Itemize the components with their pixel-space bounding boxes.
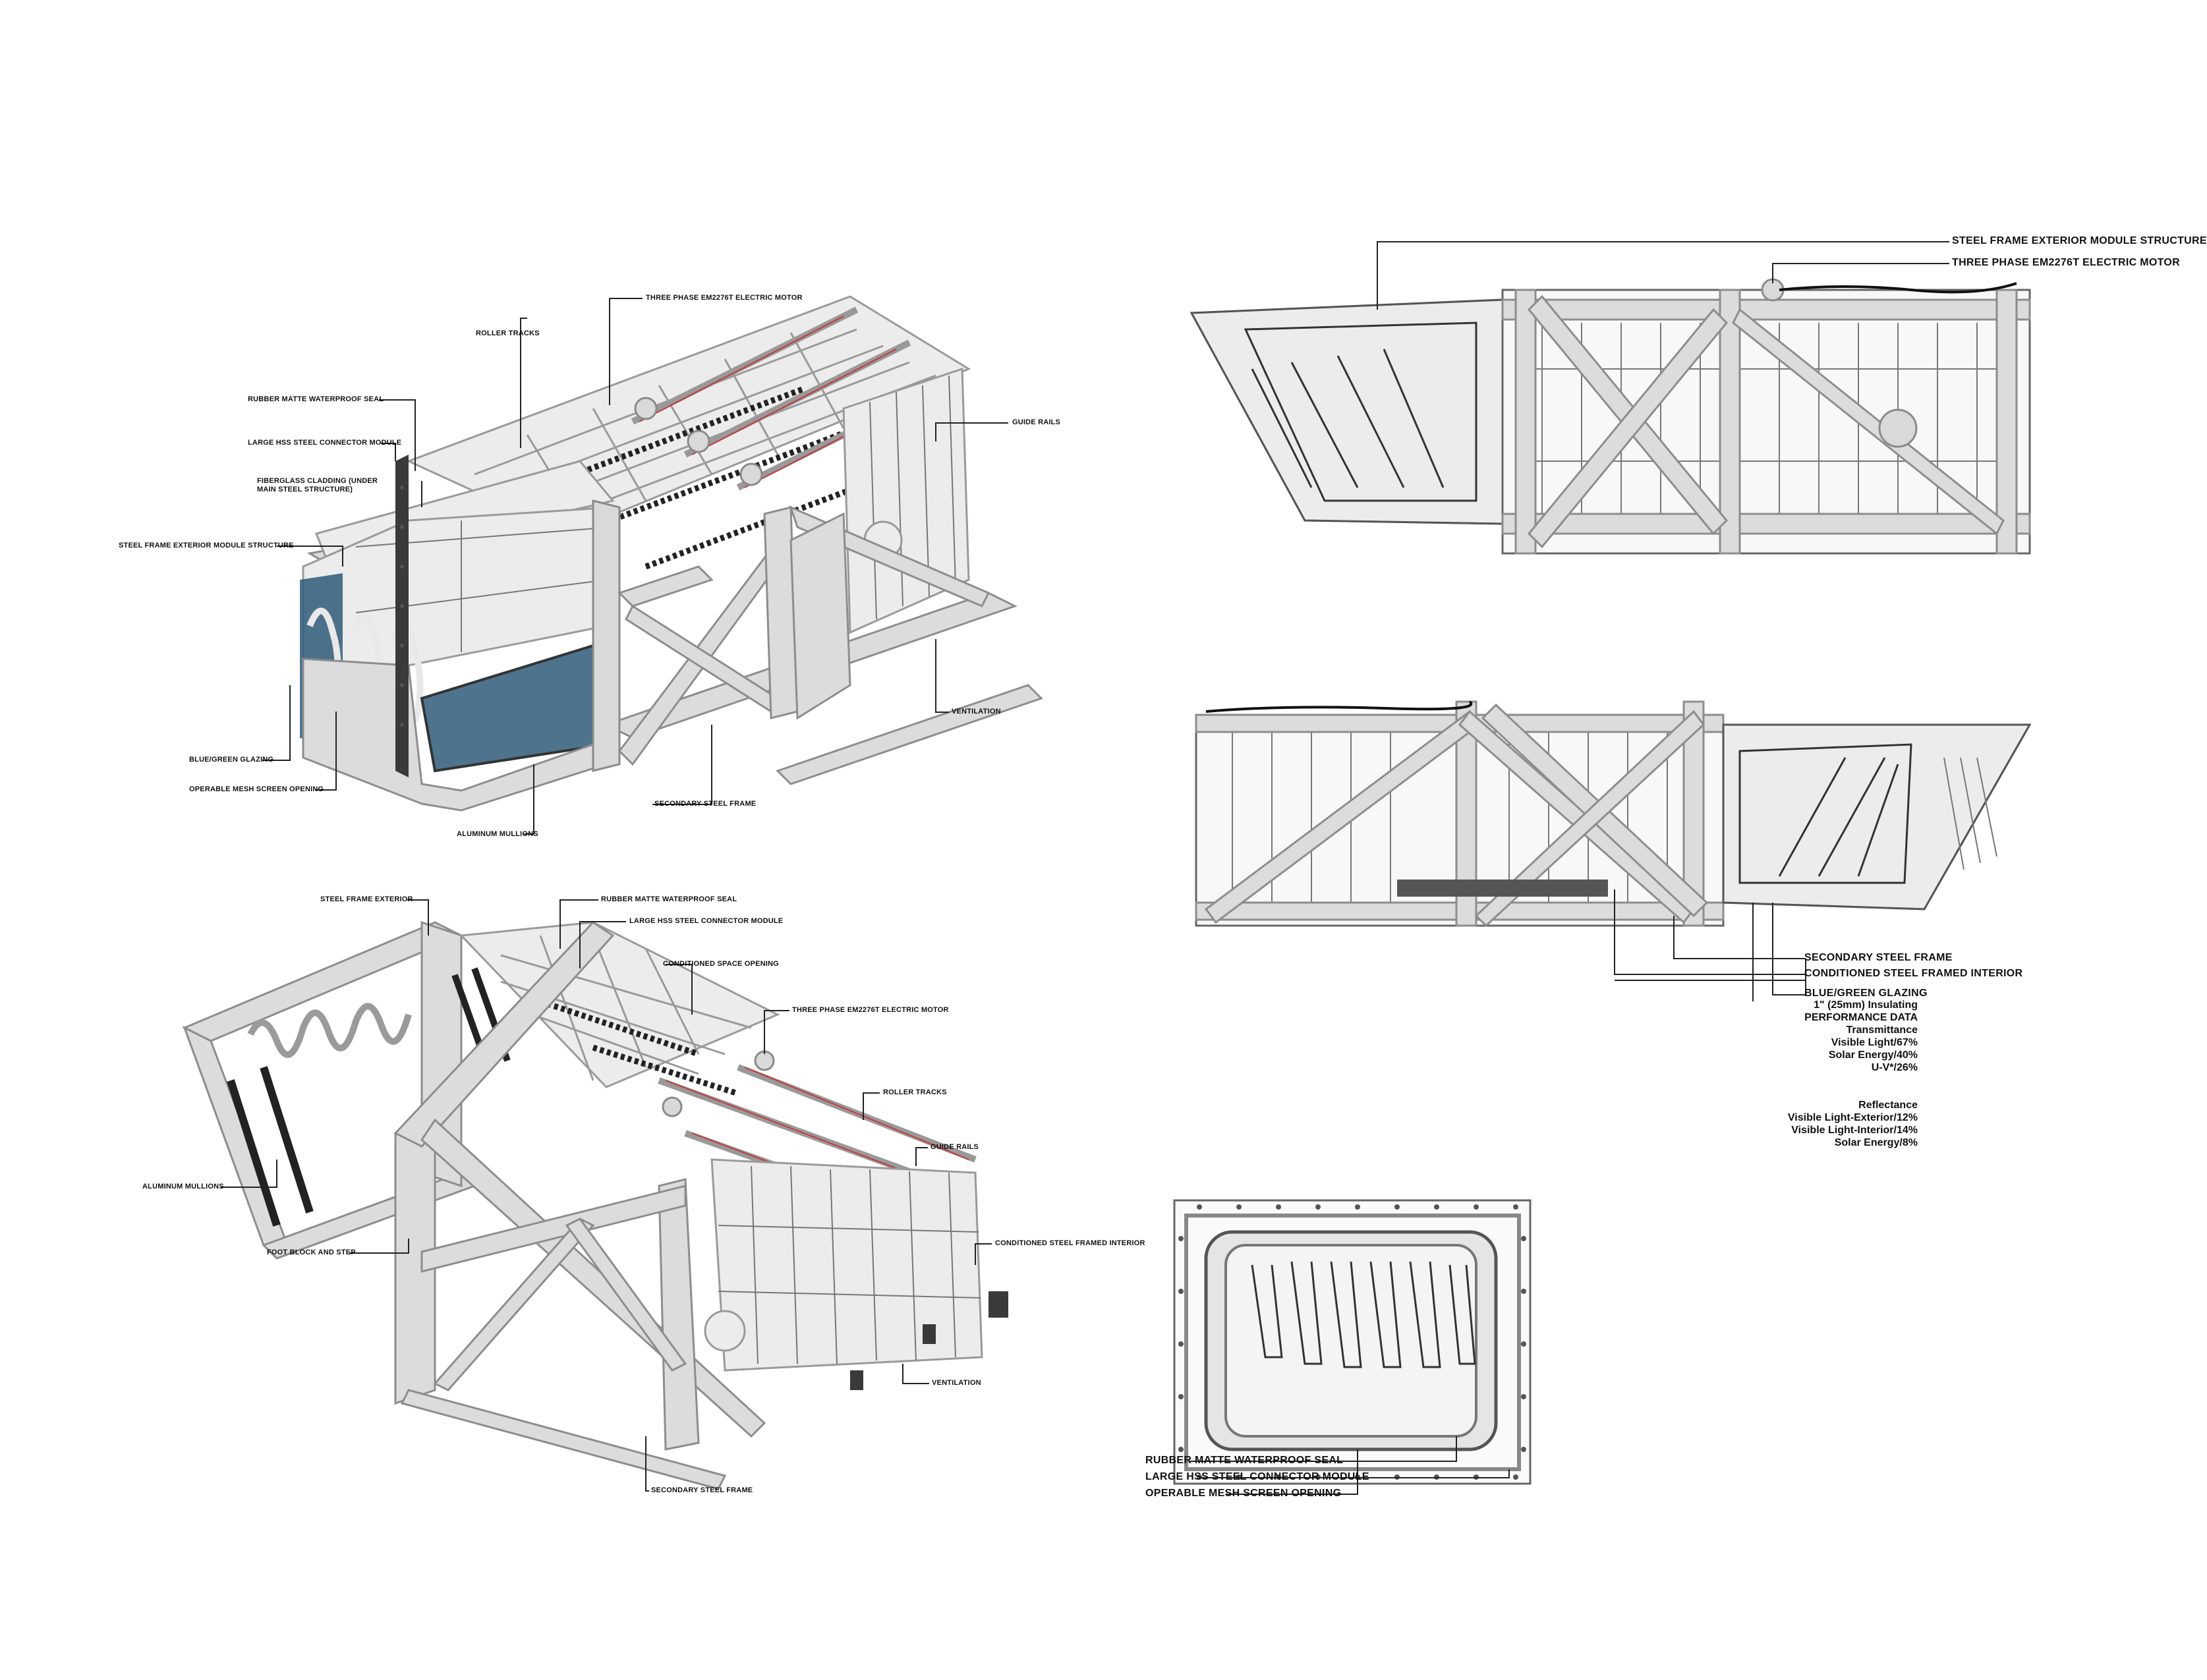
label-s-connector: LARGE HSS STEEL CONNECTOR MODULE: [1145, 1471, 1369, 1482]
label-a-guide-rails: GUIDE RAILS: [1012, 418, 1061, 426]
label-b-guide-rails: GUIDE RAILS: [931, 1143, 979, 1151]
isometric-module-b: [182, 920, 1008, 1490]
elevation-mid: [1195, 700, 2032, 928]
label-b-roller-tracks: ROLLER TRACKS: [883, 1088, 947, 1096]
leaders-b: [221, 899, 992, 1492]
label-b-secondary: SECONDARY STEEL FRAME: [651, 1486, 753, 1494]
perf-line-5: U-V*/26%: [1871, 1062, 1918, 1073]
label-b-seal: RUBBER MATTE WATERPROOF SEAL: [601, 895, 737, 903]
label-et-exterior: STEEL FRAME EXTERIOR MODULE STRUCTURE: [1952, 235, 2207, 246]
perf-line-8: Visible Light-Exterior/12%: [1787, 1112, 1918, 1123]
leaders-elev-mid: [1614, 889, 1806, 1001]
label-a-secondary: SECONDARY STEEL FRAME: [654, 800, 757, 808]
label-a-exterior: STEEL FRAME EXTERIOR MODULE STRUCTURE: [119, 542, 294, 549]
perf-spacer: [1746, 1086, 1918, 1099]
label-s-seal: RUBBER MATTE WATERPROOF SEAL: [1145, 1455, 1344, 1466]
label-b-mullions: ALUMINUM MULLIONS: [142, 1183, 224, 1190]
label-a-ventilation: VENTILATION: [952, 708, 1001, 715]
performance-data: 1" (25mm) Insulating PERFORMANCE DATA Tr…: [1746, 999, 1918, 1149]
label-b-connector: LARGE HSS STEEL CONNECTOR MODULE: [629, 917, 784, 925]
perf-line-6: [1746, 1074, 1918, 1086]
label-b-motor: THREE PHASE EM2276T ELECTRIC MOTOR: [792, 1006, 949, 1014]
label-et-motor: THREE PHASE EM2276T ELECTRIC MOTOR: [1952, 257, 2180, 268]
label-em-conditioned: CONDITIONED STEEL FRAMED INTERIOR: [1804, 968, 2023, 979]
section-view: [1173, 1199, 1532, 1485]
label-a-mesh: OPERABLE MESH SCREEN OPENING: [189, 785, 324, 793]
perf-line-7: Reflectance: [1858, 1100, 1918, 1111]
isometric-module-a: [300, 295, 1043, 812]
label-s-mesh: OPERABLE MESH SCREEN OPENING: [1145, 1488, 1342, 1499]
label-a-fiberglass-line1: FIBERGLASS CLADDING (UNDER: [257, 477, 378, 485]
label-b-conditioned-opening: CONDITIONED SPACE OPENING: [663, 960, 779, 968]
label-a-fiberglass-line2: MAIN STEEL STRUCTURE): [257, 486, 353, 493]
perf-line-0: 1" (25mm) Insulating: [1814, 999, 1918, 1011]
leaders-a: [262, 298, 1008, 835]
label-a-motor: THREE PHASE EM2276T ELECTRIC MOTOR: [646, 294, 803, 302]
label-em-secondary: SECONDARY STEEL FRAME: [1804, 952, 1953, 963]
label-b-exterior: STEEL FRAME EXTERIOR: [320, 895, 413, 903]
label-a-glazing: BLUE/GREEN GLAZING: [189, 756, 274, 764]
perf-line-3: Visible Light/67%: [1831, 1037, 1918, 1048]
label-a-fiberglass: FIBERGLASS CLADDING (UNDER MAIN STEEL ST…: [257, 477, 378, 494]
perf-line-4: Solar Energy/40%: [1828, 1050, 1918, 1061]
perf-line-2: Transmittance: [1846, 1024, 1918, 1036]
label-em-glazing: BLUE/GREEN GLAZING: [1804, 988, 1928, 999]
label-a-mullions: ALUMINUM MULLIONS: [457, 830, 538, 838]
label-b-foot-block: FOOT BLOCK AND STEP: [267, 1248, 356, 1256]
perf-line-9: Visible Light-Interior/14%: [1791, 1125, 1918, 1136]
elevation-top: [1189, 278, 2031, 555]
label-a-connector: LARGE HSS STEEL CONNECTOR MODULE: [248, 439, 402, 447]
perf-line-1: PERFORMANCE DATA: [1804, 1012, 1918, 1023]
label-b-conditioned-interior: CONDITIONED STEEL FRAMED INTERIOR: [995, 1239, 1145, 1247]
label-a-roller-tracks: ROLLER TRACKS: [476, 329, 540, 337]
label-a-seal: RUBBER MATTE WATERPROOF SEAL: [248, 395, 384, 403]
leaders-elev-top: [1377, 241, 1949, 310]
perf-line-10: Solar Energy/8%: [1834, 1137, 1918, 1148]
leaders-section: [1190, 1436, 1510, 1495]
label-b-ventilation: VENTILATION: [932, 1379, 981, 1387]
